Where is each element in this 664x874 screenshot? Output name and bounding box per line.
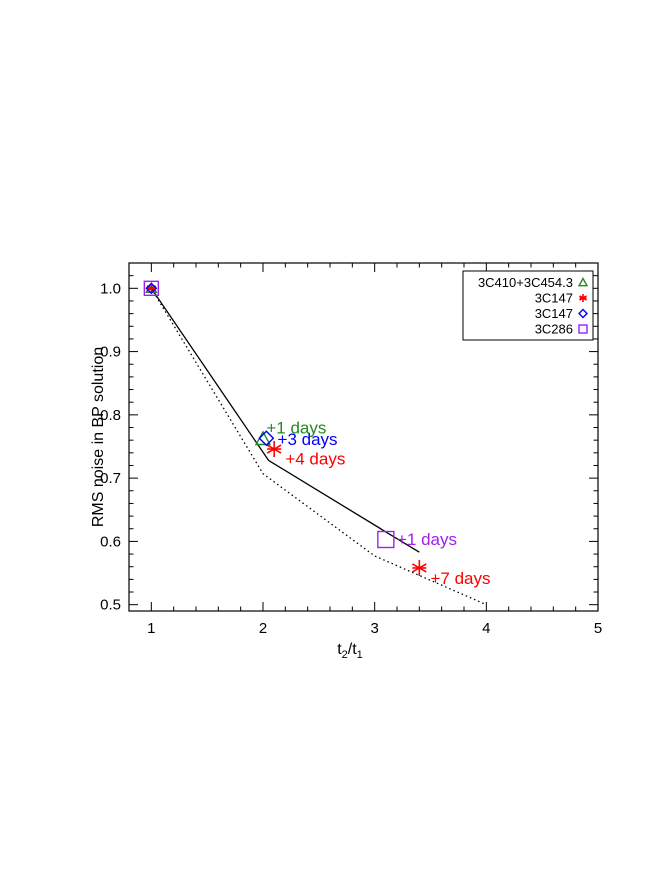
tick-labels: 1 2 3 4 5 0.5 0.6 0.7 0.8 0.9 1.0 [100, 280, 602, 637]
square-marker [377, 530, 395, 549]
asterisk-marker [412, 559, 427, 576]
point-annotation: +1 days [397, 530, 457, 549]
legend-box [462, 270, 594, 341]
asterisk-marker [266, 441, 282, 458]
solid-curve [150, 287, 420, 553]
legend-label: 3C286 [535, 322, 573, 337]
x-tick-label: 3 [370, 620, 378, 637]
legend-label: 3C147 [535, 306, 573, 321]
y-tick-label: 0.7 [100, 470, 121, 487]
annotations: +1 days+3 days+4 days+1 days+7 days [266, 419, 490, 589]
axis-ticks [128, 262, 599, 611]
plot-border [128, 262, 599, 612]
legend-label: 3C147 [535, 291, 573, 306]
square-marker [143, 280, 160, 297]
x-tick-label: 4 [482, 620, 490, 637]
y-tick-label: 0.6 [100, 533, 121, 550]
model-curves [150, 287, 487, 606]
square-marker [578, 324, 588, 334]
point-annotation: +7 days [431, 569, 491, 588]
diamond-marker [258, 430, 275, 447]
diamond-marker [578, 308, 588, 319]
y-tick-label: 0.8 [100, 407, 121, 424]
y-tick-label: 1.0 [100, 280, 121, 297]
point-annotation: +4 days [285, 450, 345, 469]
x-tick-label: 1 [147, 620, 155, 637]
legend-label: 3C410+3C454.3 [478, 275, 573, 290]
x-axis-title: t2/t1 [337, 641, 363, 661]
x-tick-label: 2 [259, 620, 267, 637]
y-tick-label: 0.9 [100, 344, 121, 361]
diamond-marker [145, 282, 158, 295]
asterisk-marker [579, 294, 587, 302]
triangle-marker [577, 277, 589, 287]
point-annotation: +3 days [278, 430, 338, 449]
point-annotation: +1 days [266, 419, 326, 438]
plot-frame [128, 262, 599, 612]
dotted-curve [150, 287, 487, 606]
y-tick-label: 0.5 [100, 597, 121, 614]
x-tick-label: 5 [594, 620, 602, 637]
y-axis-title: RMS noise in BP solution [90, 347, 107, 527]
data-markers [143, 280, 427, 576]
